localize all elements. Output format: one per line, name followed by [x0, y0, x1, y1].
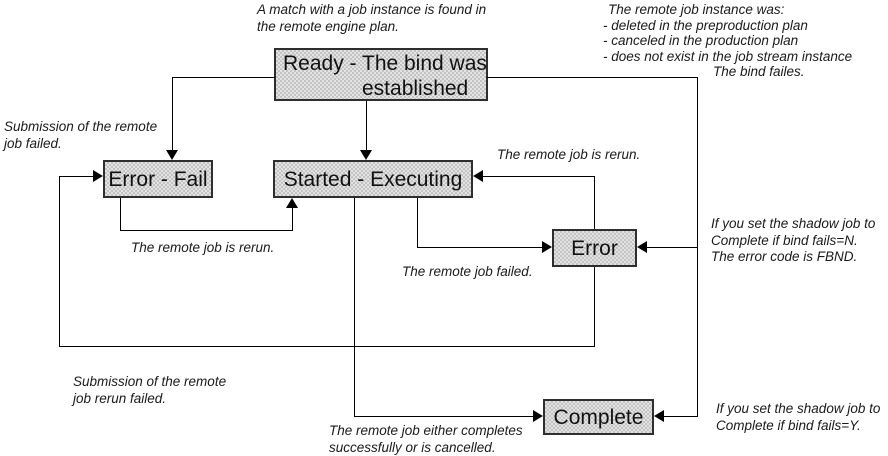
- state-started-label: Started - Executing: [283, 167, 463, 191]
- edge-error-to-error-fail: [594, 267, 595, 346]
- annotation-line: - deleted in the preproduction plan: [603, 17, 808, 33]
- edge-error-fail-to-started-rerun: [120, 198, 121, 230]
- edge-started-to-error: [417, 247, 543, 248]
- annotation-remote-instance-was: The remote job instance was: - deleted i…: [603, 2, 852, 80]
- state-error-fail: Error - Fail: [103, 160, 213, 198]
- edge-error-to-started-rerun: [594, 176, 595, 229]
- annotation-line: The error code is FBND.: [711, 249, 858, 264]
- arrowhead-into-error-fail-left: [93, 170, 103, 182]
- annotation-line: Submission of the remote: [73, 374, 227, 389]
- edge-error-to-error-fail: [59, 346, 595, 347]
- edge-error-to-error-fail: [59, 176, 94, 177]
- edge-error-fail-to-started-rerun: [120, 230, 293, 231]
- annotation-rerun-right: The remote job is rerun.: [497, 147, 640, 164]
- edge-started-to-complete: [354, 198, 355, 416]
- annotation-bind-fails-n: If you set the shadow job to Complete if…: [711, 216, 875, 266]
- state-ready-label: Ready - The bind was: [283, 52, 487, 75]
- annotation-line: Complete if bind fails=N.: [711, 232, 858, 248]
- state-error: Error: [552, 229, 637, 267]
- arrowhead-into-error-right: [637, 241, 647, 253]
- arrowhead-into-complete-left: [533, 410, 543, 422]
- annotation-line: The remote job instance was:: [608, 2, 785, 17]
- annotation-submission-failed: Submission of the remote job failed.: [4, 119, 157, 152]
- annotation-line: The bind failes.: [713, 64, 805, 79]
- annotation-line: If you set the shadow job to: [711, 216, 876, 231]
- state-complete-label: Complete: [553, 405, 644, 429]
- annotation-line: job rerun failed.: [73, 390, 167, 406]
- arrowhead-into-started-bottom: [286, 198, 298, 208]
- annotation-line: Submission of the remote: [4, 119, 158, 134]
- annotation-completes: The remote job either completes successf…: [329, 423, 523, 456]
- arrowhead-into-started-top: [360, 150, 372, 160]
- edge-ready-to-error-fail: [172, 77, 275, 78]
- annotation-job-failed: The remote job failed.: [402, 264, 533, 281]
- state-ready-label-line2: established: [362, 77, 469, 100]
- annotation-rerun-submission-failed: Submission of the remote job rerun faile…: [73, 374, 226, 407]
- edge-bind-fails-to-complete: [663, 416, 698, 417]
- annotation-line: Complete if bind fails=Y.: [716, 417, 861, 433]
- annotation-line: - canceled in the production plan: [603, 33, 799, 48]
- annotation-line: If you set the shadow job to: [716, 401, 881, 416]
- arrowhead-into-complete-right: [654, 410, 664, 422]
- edge-error-to-started-rerun: [483, 176, 595, 177]
- edge-error-fail-to-started-rerun: [292, 207, 293, 230]
- state-started: Started - Executing: [273, 160, 473, 198]
- annotation-rerun-left: The remote job is rerun.: [131, 240, 274, 257]
- arrowhead-into-started-right: [473, 170, 483, 182]
- arrowhead-into-error-fail-top: [166, 150, 178, 160]
- edge-ready-to-started: [366, 101, 367, 151]
- annotation-line: - does not exist in the job stream insta…: [603, 48, 853, 64]
- annotation-line: The remote job either completes: [329, 423, 523, 438]
- annotation-line: The remote job is rerun.: [131, 240, 275, 255]
- edge-bind-fails-to-error: [646, 247, 698, 248]
- state-error-label: Error: [571, 236, 618, 260]
- state-complete: Complete: [543, 399, 654, 435]
- edge-started-to-error: [417, 198, 418, 247]
- edge-ready-to-error-fail: [172, 77, 173, 151]
- state-error-fail-label: Error - Fail: [108, 167, 208, 191]
- annotation-line: The remote job is rerun.: [497, 147, 641, 162]
- annotation-bind-fails-y: If you set the shadow job to Complete if…: [716, 401, 880, 434]
- annotation-match-found: A match with a job instance is found in …: [257, 2, 486, 35]
- annotation-line: The remote job failed.: [402, 264, 533, 279]
- annotation-line: the remote engine plan.: [257, 18, 399, 34]
- annotation-line: job failed.: [4, 135, 62, 151]
- edge-error-to-error-fail: [59, 176, 60, 346]
- edge-ready-bind-fails-trunk: [487, 77, 697, 78]
- annotation-line: A match with a job instance is found in: [257, 2, 487, 17]
- state-ready: Ready - The bind was established: [274, 48, 488, 101]
- edge-started-to-complete: [354, 416, 534, 417]
- arrowhead-into-error-left: [542, 241, 552, 253]
- annotation-line: successfully or is cancelled.: [329, 439, 496, 455]
